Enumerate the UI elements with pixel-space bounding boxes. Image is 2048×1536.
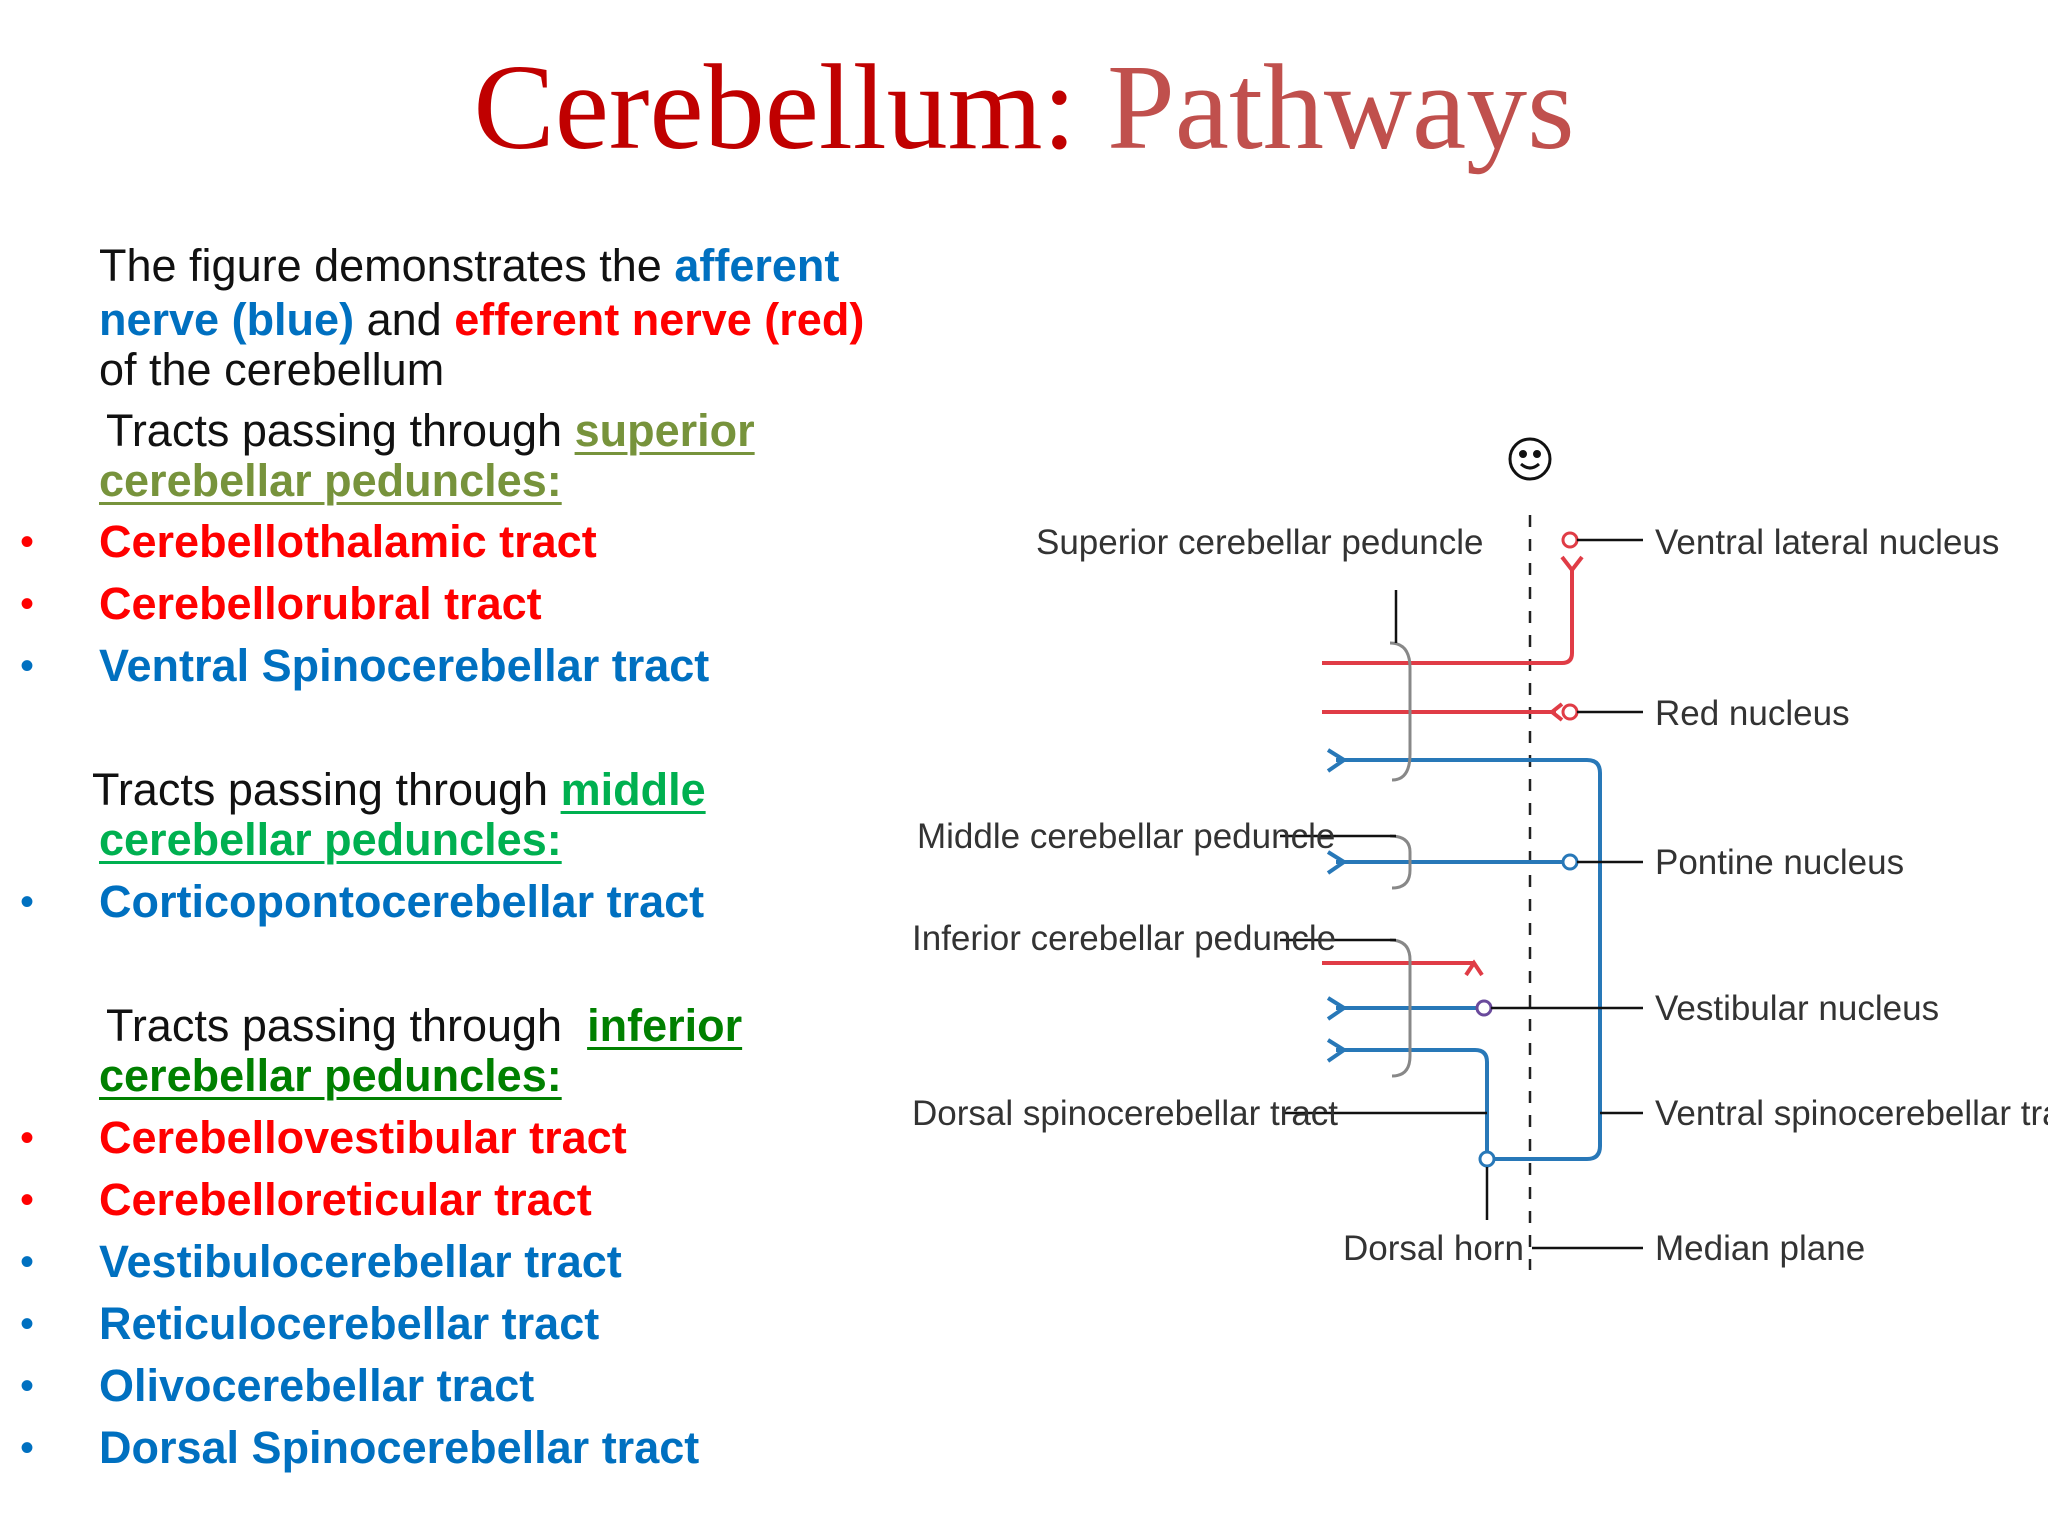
tract-item: Olivocerebellar tract — [99, 1360, 535, 1411]
label-superior-peduncle: Superior cerebellar peduncle — [1036, 523, 1484, 562]
tract-item: Reticulocerebellar tract — [99, 1298, 600, 1349]
superior-keyword: superior — [574, 405, 755, 456]
intro-line-1: The figure demonstrates the afferent — [99, 240, 839, 292]
label-red-nucleus: Red nucleus — [1655, 694, 1850, 733]
bullet: • — [20, 1240, 35, 1284]
label-median-plane: Median plane — [1655, 1229, 1865, 1268]
intro-line-3: of the cerebellum — [99, 344, 444, 396]
tract-item: Cerebellorubral tract — [99, 578, 542, 629]
tract-item: Vestibulocerebellar tract — [99, 1236, 622, 1287]
efferent-red-keyword: efferent nerve (red) — [454, 294, 865, 345]
middle-lead: Tracts passing through — [92, 764, 549, 815]
label-ventral-tract: Ventral spinocerebellar tract — [1655, 1094, 2048, 1133]
superior-lead: Tracts passing through — [106, 405, 563, 456]
bullet: • — [20, 1302, 35, 1346]
page-title: Cerebellum: Pathways — [0, 38, 2048, 178]
intro-text-3: of the cerebellum — [99, 344, 445, 395]
bullet: • — [20, 582, 35, 626]
label-ventral-lateral: Ventral lateral nucleus — [1655, 523, 1999, 562]
inferior-heading: Tracts passing through inferior — [106, 1000, 742, 1052]
title-main: Cerebellum: — [473, 40, 1077, 175]
middle-keyword: middle — [560, 764, 706, 815]
intro-line-2: nerve (blue) and efferent nerve (red) — [99, 294, 864, 346]
bullet: • — [20, 1426, 35, 1470]
inferior-heading-2: cerebellar peduncles: — [99, 1050, 562, 1101]
tract-item: Cerebelloreticular tract — [99, 1174, 592, 1225]
bullet: • — [20, 1116, 35, 1160]
tract-item: Corticopontocerebellar tract — [99, 876, 705, 927]
middle-heading: Tracts passing through middle — [92, 764, 706, 816]
tract-item: Cerebellothalamic tract — [99, 516, 597, 567]
pontine-cell — [1561, 853, 1579, 871]
dorsal-horn-cell — [1478, 1150, 1496, 1168]
bullet: • — [20, 1364, 35, 1408]
ventral-spinocerebellar-path — [1336, 758, 1602, 1161]
vestibular-cell — [1475, 999, 1493, 1017]
label-dorsal-tract: Dorsal spinocerebellar tract — [912, 1094, 1338, 1133]
label-inferior-peduncle: Inferior cerebellar peduncle — [912, 919, 1336, 958]
label-pontine: Pontine nucleus — [1655, 843, 1904, 882]
efferent-pathways — [1322, 531, 1584, 977]
afferent-keyword: afferent — [674, 240, 840, 291]
inferior-keyword: inferior — [587, 1000, 743, 1051]
inferior-lead: Tracts passing through — [106, 1000, 563, 1051]
peduncle-loops — [1389, 641, 1412, 1078]
bullet: • — [20, 520, 35, 564]
tract-item: Dorsal Spinocerebellar tract — [99, 1422, 700, 1473]
bullet: • — [20, 644, 35, 688]
bullet: • — [20, 880, 35, 924]
tract-item: Ventral Spinocerebellar tract — [99, 640, 710, 691]
bullet: • — [20, 1178, 35, 1222]
face-icon — [1508, 437, 1552, 481]
superior-heading: Tracts passing through superior — [106, 405, 755, 457]
afferent-pathways — [1326, 748, 1602, 1161]
cerebellothalamic-path — [1322, 567, 1574, 665]
leader-lines — [1280, 538, 1643, 1250]
title-sub: Pathways — [1106, 40, 1575, 175]
label-vestibular: Vestibular nucleus — [1655, 989, 1939, 1028]
label-middle-peduncle: Middle cerebellar peduncle — [917, 817, 1335, 856]
intro-text: The figure demonstrates the — [99, 240, 662, 291]
dorsal-spinocerebellar-path — [1336, 1048, 1489, 1159]
superior-heading-2: cerebellar peduncles: — [99, 455, 562, 506]
label-dorsal-horn: Dorsal horn — [1343, 1229, 1524, 1268]
intro-and: and — [366, 294, 442, 345]
afferent-blue-keyword: nerve (blue) — [99, 294, 355, 345]
tract-item: Cerebellovestibular tract — [99, 1112, 627, 1163]
middle-heading-2: cerebellar peduncles: — [99, 814, 562, 865]
